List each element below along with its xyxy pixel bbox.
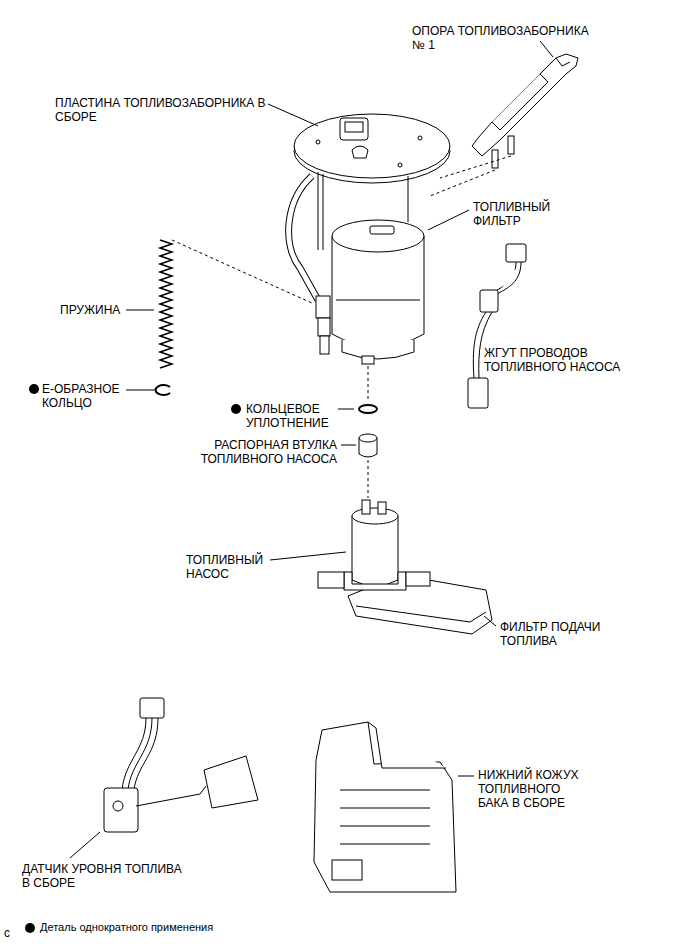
figure-code: c xyxy=(4,926,24,940)
part-label: ТОПЛИВНЫЙ ФИЛЬТР xyxy=(473,200,573,228)
tank-lower-case xyxy=(314,722,456,892)
e-ring xyxy=(156,385,170,395)
part-label: Е-ОБРАЗНОЕ КОЛЬЦО xyxy=(42,382,137,410)
part-label: ДАТЧИК УРОВНЯ ТОПЛИВА В СБОРЕ xyxy=(22,862,192,890)
part-label: РАСПОРНАЯ ВТУЛКА ТОПЛИВНОГО НАСОСА xyxy=(192,438,337,466)
o-ring xyxy=(359,405,377,413)
fuel-filter xyxy=(332,220,424,364)
part-label: ПЛАСТИНА ТОПЛИВОЗАБОРНИКА В СБОРЕ xyxy=(55,96,269,124)
part-label: ФИЛЬТР ПОДАЧИ ТОПЛИВА xyxy=(500,620,630,648)
part-label: ОПОРА ТОПЛИВОЗАБОРНИКА № 1 xyxy=(412,24,604,52)
wire-harness xyxy=(468,244,526,408)
pump-spacer xyxy=(359,434,377,457)
level-sender xyxy=(104,698,258,832)
fuel-pump xyxy=(318,500,492,634)
part-label: КОЛЬЦЕВОЕ УПЛОТНЕНИЕ xyxy=(246,402,346,430)
legend-text: Деталь однократного применения xyxy=(40,921,213,934)
bracket xyxy=(472,54,578,168)
part-label: НИЖНИЙ КОЖУХ ТОПЛИВНОГО БАКА В СБОРЕ xyxy=(478,768,590,810)
part-label: ТОПЛИВНЫЙ НАСОС xyxy=(186,553,281,581)
legend-dot xyxy=(25,923,35,933)
spring xyxy=(160,240,172,368)
part-label: ЖГУТ ПРОВОДОВ ТОПЛИВНОГО НАСОСА xyxy=(484,346,634,374)
sender-plate xyxy=(294,114,450,183)
part-label: ПРУЖИНА xyxy=(60,303,140,317)
